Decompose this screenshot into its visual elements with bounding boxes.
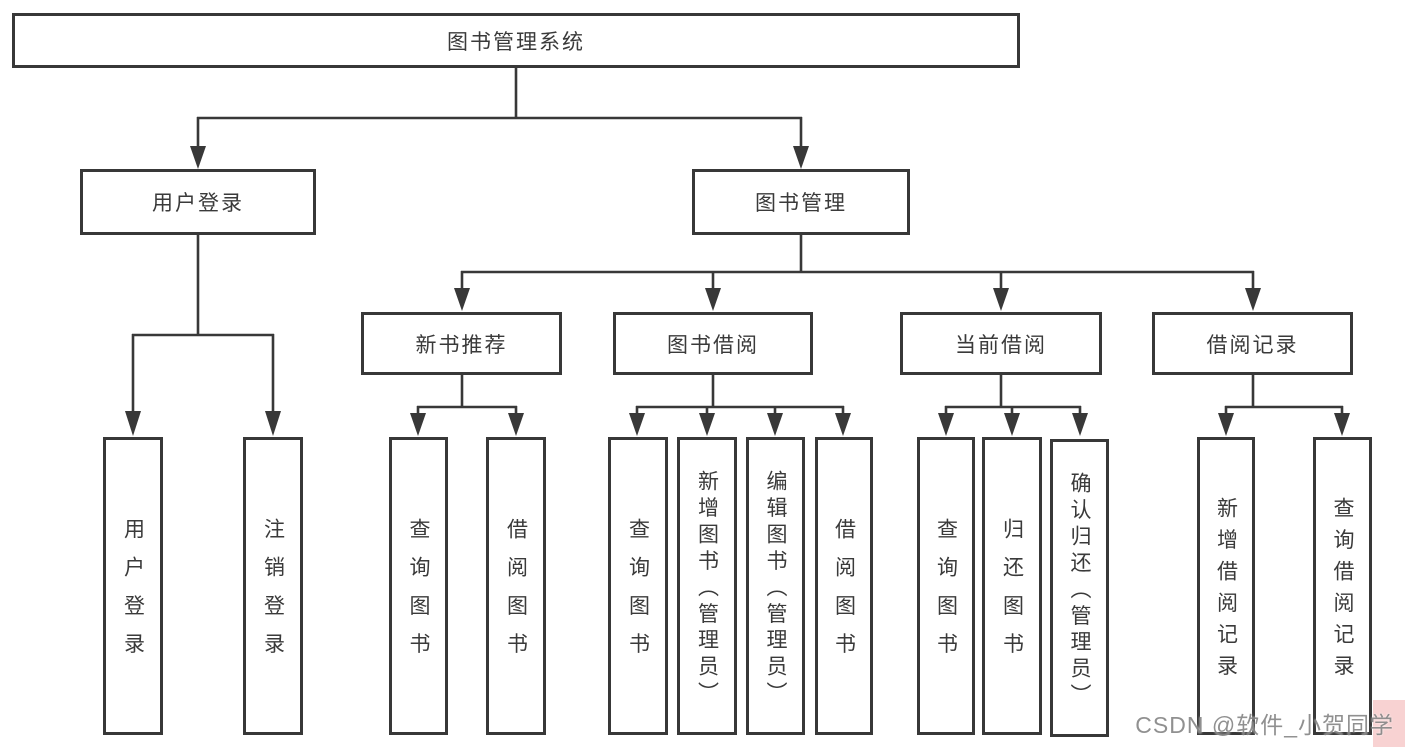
node-label: 当前借阅 xyxy=(955,333,1047,357)
leaf-return-books: 归还图书 xyxy=(982,437,1042,735)
leaf-confirm-return-admin: 确认归还（管理员） xyxy=(1050,439,1109,737)
csdn-watermark: CSDN @软件_小贺同学 xyxy=(1135,712,1394,738)
node-label: 注销登录 xyxy=(261,518,285,672)
leaf-borrow-books-1: 借阅图书 xyxy=(486,437,546,735)
node-label: 用户登录 xyxy=(152,192,244,215)
node-label: 借阅记录 xyxy=(1206,333,1299,357)
node-label: 新书推荐 xyxy=(415,333,508,357)
leaf-borrow-books-2: 借阅图书 xyxy=(815,437,873,735)
leaf-add-book-admin: 新增图书（管理员） xyxy=(677,437,737,735)
node-label: 图书管理 xyxy=(755,192,847,215)
node-root-library-system: 图书管理系统 xyxy=(12,13,1020,68)
node-label: 查询图书 xyxy=(626,518,650,672)
arrowheads xyxy=(125,146,1350,436)
node-current-borrow: 当前借阅 xyxy=(900,312,1102,375)
node-label: 用户登录 xyxy=(121,518,145,672)
node-label: 查询图书 xyxy=(407,518,430,672)
node-label: 确认归还（管理员） xyxy=(1068,471,1091,710)
node-new-book-recommend: 新书推荐 xyxy=(361,312,562,375)
leaf-add-borrow-record: 新增借阅记录 xyxy=(1197,437,1255,735)
node-label: 图书借阅 xyxy=(667,333,759,357)
csdn-pink-corner xyxy=(1373,700,1405,747)
node-label: 编辑图书（管理员） xyxy=(764,469,787,708)
leaf-query-borrow-record: 查询借阅记录 xyxy=(1313,437,1372,735)
node-borrow-records: 借阅记录 xyxy=(1152,312,1353,375)
node-user-login: 用户登录 xyxy=(80,169,316,235)
node-label: 新增借阅记录 xyxy=(1214,496,1238,686)
node-label: 借阅图书 xyxy=(832,518,856,672)
leaf-edit-book-admin: 编辑图书（管理员） xyxy=(746,437,805,735)
node-label: 借阅图书 xyxy=(504,518,528,672)
leaf-user-login: 用户登录 xyxy=(103,437,163,735)
node-label: 查询借阅记录 xyxy=(1331,496,1354,686)
node-label: 新增图书（管理员） xyxy=(695,469,719,708)
node-label: 查询图书 xyxy=(934,518,958,672)
node-book-borrow: 图书借阅 xyxy=(613,312,813,375)
leaf-query-books-2: 查询图书 xyxy=(608,437,668,735)
node-book-management: 图书管理 xyxy=(692,169,910,235)
node-label: 图书管理系统 xyxy=(447,30,585,54)
leaf-query-books-1: 查询图书 xyxy=(389,437,448,735)
leaf-logout: 注销登录 xyxy=(243,437,303,735)
leaf-query-books-3: 查询图书 xyxy=(917,437,975,735)
node-label: 归还图书 xyxy=(1000,518,1024,672)
